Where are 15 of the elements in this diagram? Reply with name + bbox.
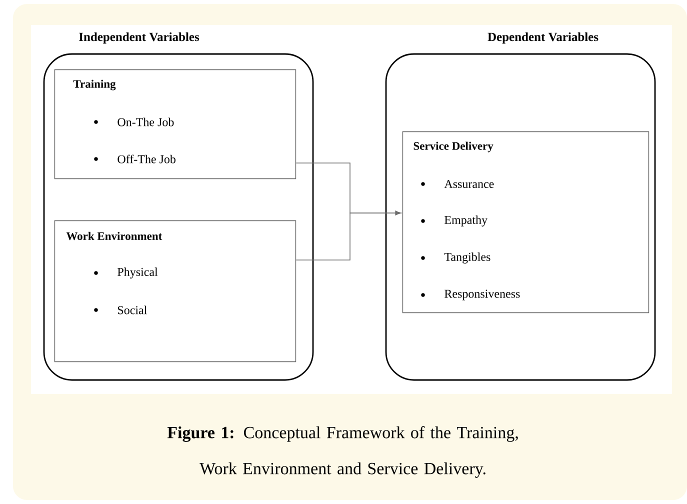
box-heading: Service Delivery [414, 142, 494, 152]
bullet-item: Social [118, 306, 147, 314]
panel-heading: Dependent Variables [488, 32, 598, 44]
bullet-item: Responsiveness [444, 290, 520, 300]
bullet-item: Empathy [444, 216, 488, 226]
connector-arrow [296, 210, 401, 260]
box-heading: Training [73, 80, 116, 90]
bullet-item: Tangibles [444, 252, 490, 264]
bullet-item: Assurance [444, 180, 494, 188]
bullet-item: On-The Job [118, 118, 174, 126]
figure-caption: Figure 1: Conceptual Framework of the Training, Work Environment and Service Delivery. [167, 426, 518, 478]
bullet-item: Off-The Job [118, 154, 176, 164]
bullet-item: Physical [118, 268, 158, 278]
panel-heading: Independent Variables [79, 32, 200, 44]
box-heading: Work Environment [66, 232, 162, 240]
